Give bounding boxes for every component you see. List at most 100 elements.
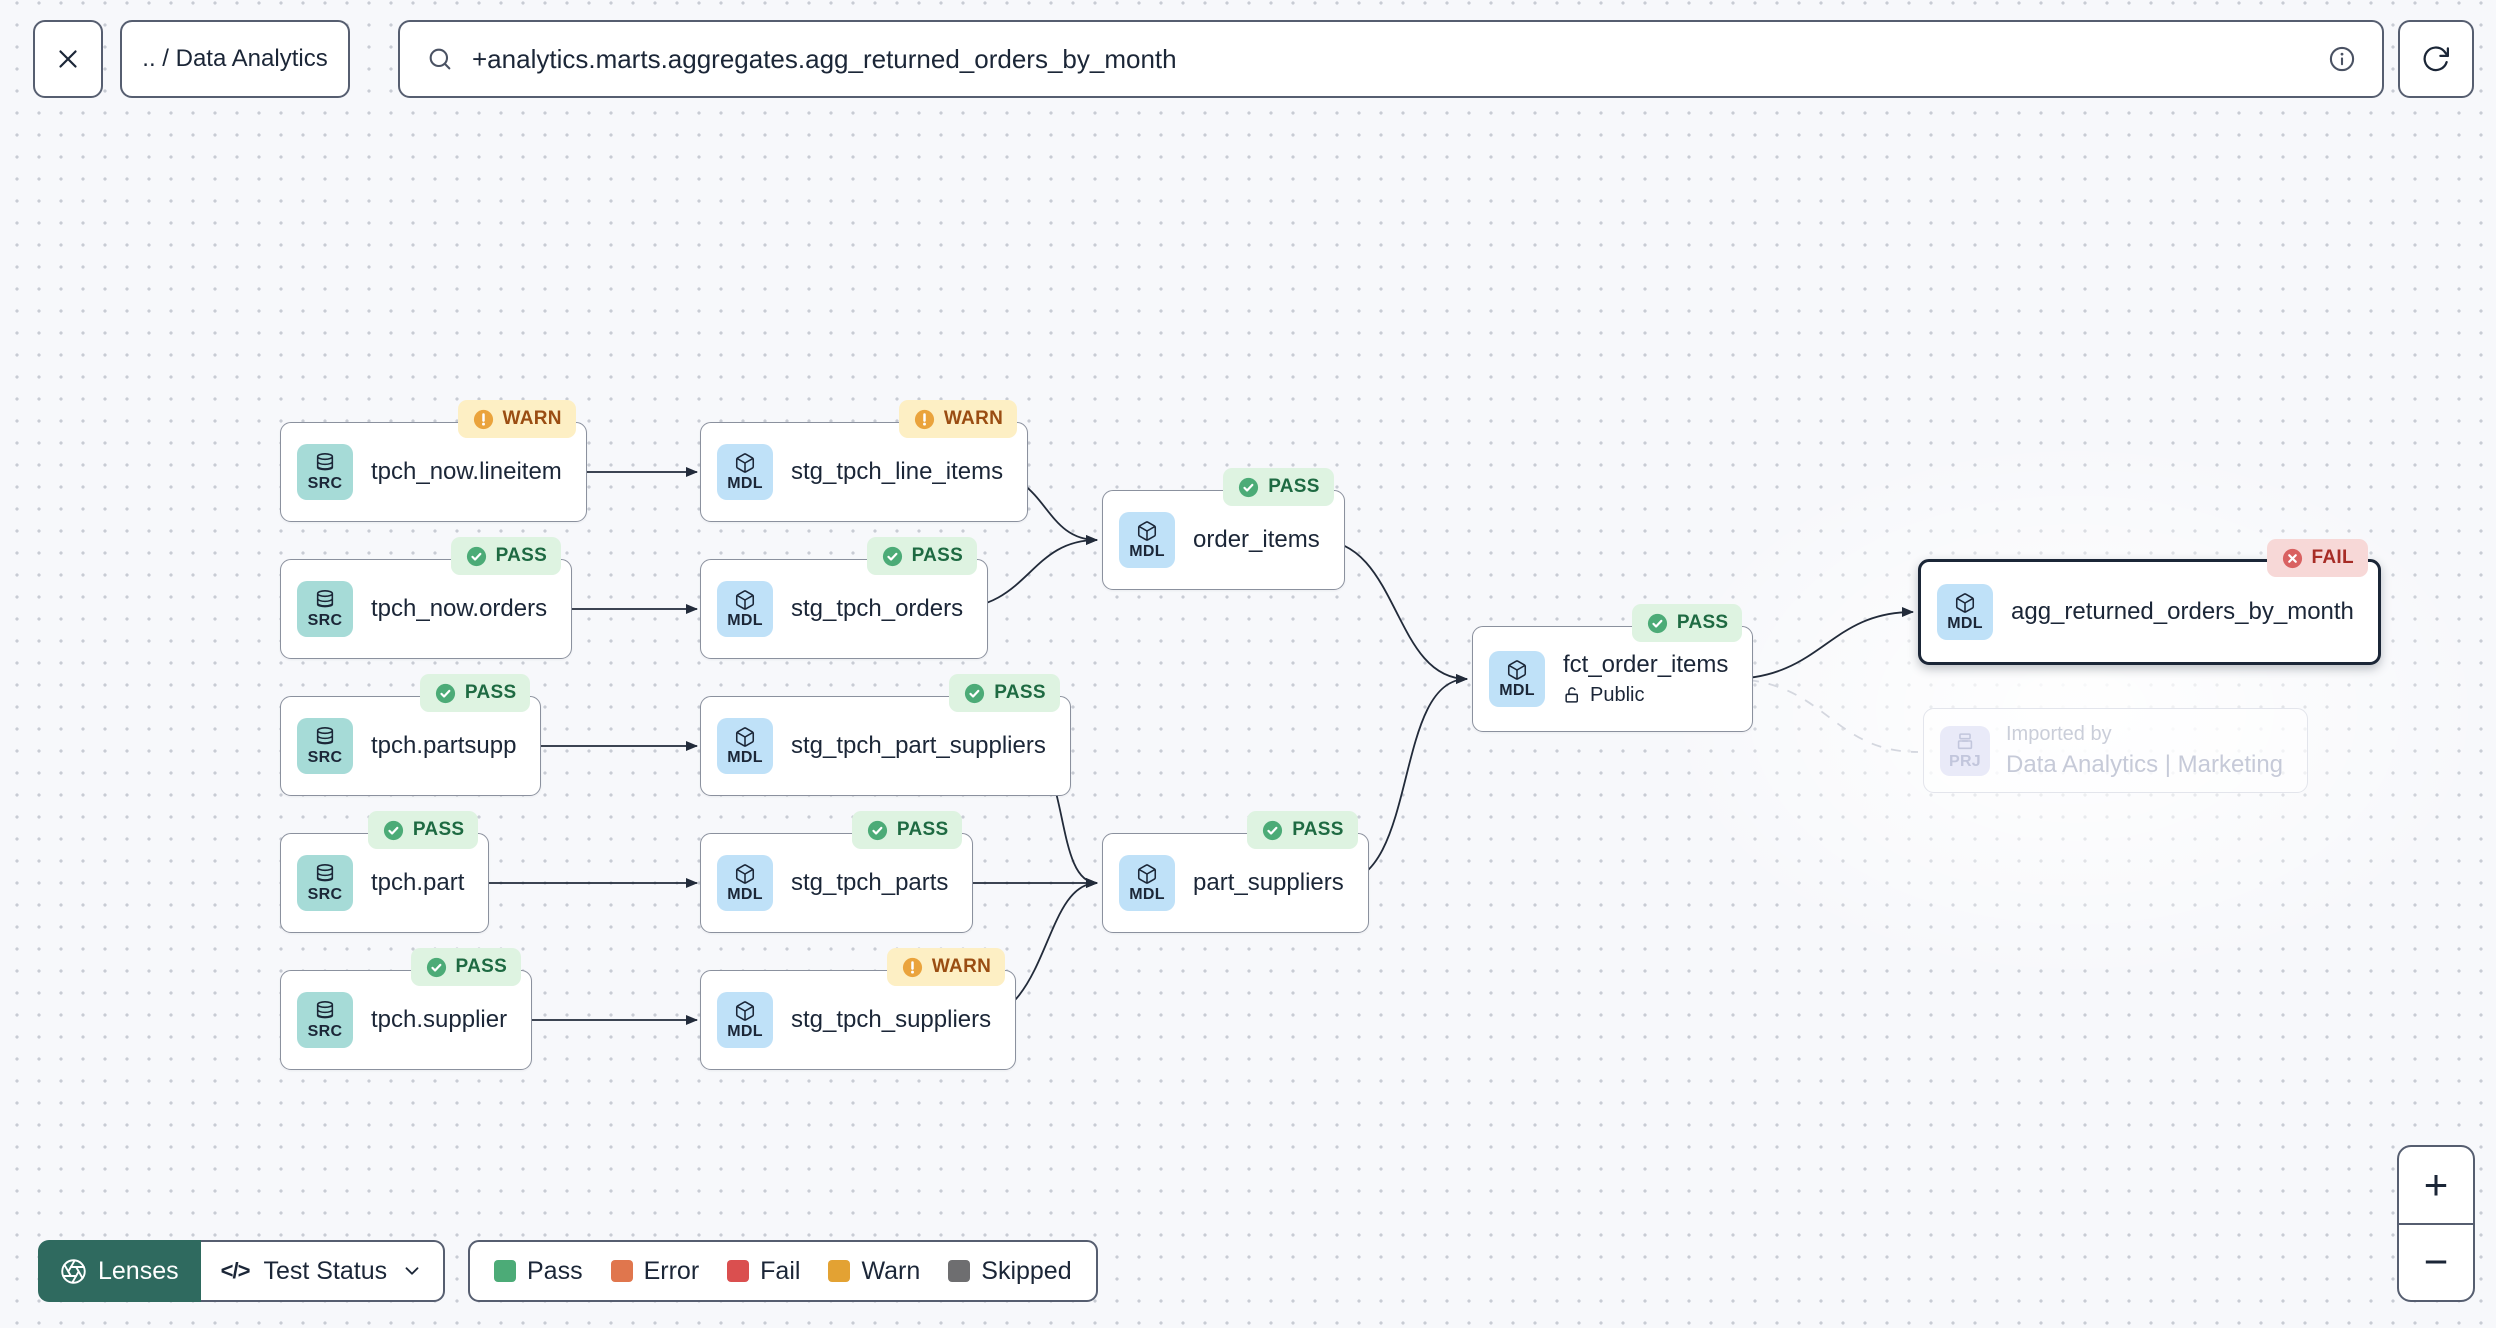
node-type-label: MDL (727, 474, 763, 492)
status-badge-label: PASS (911, 545, 964, 566)
graph-node-order_items[interactable]: PASS MDL order_items (1102, 468, 1345, 590)
status-badge-pass: PASS (419, 674, 531, 712)
node-type-label: SRC (307, 885, 343, 903)
node-labels: part_suppliers (1193, 869, 1344, 897)
status-badge-warn: WARN (898, 400, 1018, 438)
edge-fct_order_items-to-imported_project (1728, 678, 1919, 753)
close-button[interactable] (33, 20, 103, 98)
node-label: stg_tpch_orders (791, 595, 964, 622)
pass-badge-icon (881, 545, 904, 568)
close-icon (53, 44, 83, 74)
edge-order_items-to-fct_order_items (1317, 539, 1468, 684)
search-bar[interactable] (398, 20, 2384, 98)
cube-icon (1136, 520, 1158, 542)
edge-fct_order_items-to-agg_returned_orders_by_month (1728, 607, 1914, 680)
graph-node-part_suppliers[interactable]: PASS MDL part_suppliers (1102, 811, 1369, 933)
node-type-chip-src: SRC (297, 992, 353, 1048)
status-badge-fail: FAIL (2266, 539, 2368, 577)
graph-node-tpch_supplier[interactable]: PASS SRC tpch.supplier (280, 948, 533, 1070)
status-badge-label: WARN (502, 408, 562, 429)
warn-badge-icon (472, 408, 495, 431)
pass-badge-icon (963, 682, 986, 705)
graph-node-tpch_now_orders[interactable]: PASS SRC tpch_now.orders (280, 537, 573, 659)
node-label: Data Analytics | Marketing (2006, 750, 2284, 778)
code-icon: </> (220, 1258, 251, 1283)
node-labels: tpch_now.lineitem (371, 458, 562, 486)
node-type-chip-mdl: MDL (717, 581, 773, 637)
status-badge-label: PASS (495, 545, 548, 566)
breadcrumb[interactable]: .. / Data Analytics (120, 20, 350, 98)
node-label: tpch.partsupp (371, 732, 517, 759)
project-icon (1954, 730, 1976, 752)
node-label: tpch.supplier (371, 1006, 508, 1033)
cube-icon (1136, 863, 1158, 885)
fail-badge-icon (2281, 547, 2304, 570)
status-badge-label: PASS (464, 682, 517, 703)
status-badge-label: PASS (1268, 476, 1320, 497)
status-badge-label: PASS (1292, 819, 1344, 840)
node-labels: stg_tpch_line_items (791, 458, 1003, 486)
cube-icon (734, 452, 756, 474)
status-badge-label: WARN (931, 956, 992, 977)
info-icon[interactable] (2328, 45, 2356, 73)
status-badge-pass: PASS (1247, 811, 1358, 849)
zoom-out-button[interactable]: − (2399, 1225, 2473, 1301)
warn-badge-icon (913, 408, 936, 431)
pass-badge-icon (425, 956, 448, 979)
status-badge-warn: WARN (457, 400, 576, 438)
active-lens-label: Test Status (263, 1256, 388, 1285)
database-icon (314, 589, 336, 611)
lens-selector[interactable]: </> Test Status (200, 1240, 446, 1302)
database-icon (314, 452, 336, 474)
graph-node-stg_tpch_orders[interactable]: PASS MDL stg_tpch_orders (700, 537, 989, 659)
pass-badge-icon (1261, 819, 1284, 842)
node-labels: order_items (1193, 526, 1320, 554)
legend-label: Skipped (981, 1256, 1072, 1285)
status-badge-pass: PASS (949, 674, 1060, 712)
search-input[interactable] (472, 43, 2310, 75)
breadcrumb-label: .. / Data Analytics (142, 45, 328, 72)
zoom-control: + − (2397, 1145, 2475, 1302)
node-type-chip-src: SRC (297, 581, 353, 637)
status-badge-pass: PASS (851, 811, 963, 849)
node-label: order_items (1193, 526, 1320, 553)
node-label: stg_tpch_suppliers (791, 1006, 992, 1033)
node-type-label: MDL (727, 885, 763, 903)
node-type-label: MDL (1129, 885, 1165, 903)
refresh-button[interactable] (2398, 20, 2474, 98)
node-type-chip-mdl: MDL (1119, 512, 1175, 568)
node-type-label: MDL (1947, 614, 1983, 632)
node-type-chip-src: SRC (297, 855, 353, 911)
graph-node-stg_tpch_line_items[interactable]: WARN MDL stg_tpch_line_items (700, 400, 1029, 522)
node-type-label: MDL (1499, 681, 1535, 699)
lenses-bar: Lenses </> Test Status (38, 1240, 446, 1302)
status-badge-label: WARN (943, 408, 1004, 429)
lenses-button[interactable]: Lenses (38, 1240, 201, 1302)
zoom-divider (2399, 1222, 2473, 1225)
zoom-in-button[interactable]: + (2399, 1147, 2473, 1223)
legend-item-warn: Warn (828, 1257, 920, 1286)
legend-label: Fail (760, 1256, 801, 1285)
database-icon (314, 1000, 336, 1022)
node-label: fct_order_items (1563, 651, 1729, 678)
cube-icon (1506, 659, 1528, 681)
node-label: tpch_now.orders (371, 595, 548, 622)
status-badge-label: PASS (455, 956, 508, 977)
refresh-icon (2421, 44, 2451, 74)
pass-badge-icon (1646, 612, 1669, 635)
status-badge-pass: PASS (450, 537, 562, 575)
